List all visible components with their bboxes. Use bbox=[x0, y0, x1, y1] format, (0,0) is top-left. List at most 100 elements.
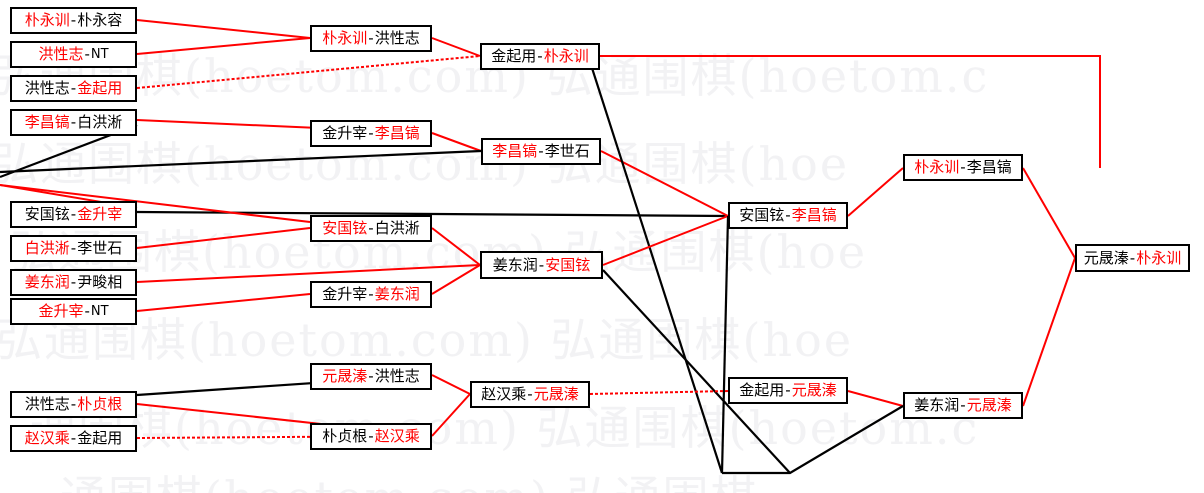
link-r1m1-to-r2m1 bbox=[136, 19, 311, 39]
vs-dash: - bbox=[785, 381, 791, 399]
link-r3m1-black-to-r4m2 bbox=[590, 67, 724, 474]
link-r1m7-to-r3m3 bbox=[136, 264, 481, 283]
player-right: 洪性志 bbox=[374, 29, 420, 47]
player-left: 安国铉 bbox=[322, 219, 368, 237]
vs-dash: - bbox=[538, 142, 544, 160]
player-right: 朴永训 bbox=[1136, 248, 1182, 267]
match-box-r1m5[interactable]: 安国铉-金升宰 bbox=[10, 201, 137, 228]
vs-dash: - bbox=[960, 158, 966, 176]
player-left: 赵汉乘 bbox=[481, 385, 527, 403]
player-left: 洪性志 bbox=[24, 395, 70, 413]
player-left: 金升宰 bbox=[322, 285, 368, 303]
player-left: 金升宰 bbox=[322, 124, 368, 142]
player-left: 白洪淅 bbox=[24, 239, 70, 257]
match-box-r2m6[interactable]: 朴贞根-赵汉乘 bbox=[310, 423, 432, 450]
player-right: 朴永训 bbox=[543, 47, 589, 65]
player-left: 安国铉 bbox=[739, 206, 785, 224]
match-box-fm1[interactable]: 元晟溱-朴永训 bbox=[1075, 244, 1190, 272]
match-box-r3m4[interactable]: 赵汉乘-元晟溱 bbox=[470, 381, 590, 408]
match-box-r1m1[interactable]: 朴永训-朴永容 bbox=[10, 7, 137, 34]
vs-dash: - bbox=[84, 302, 90, 320]
vs-dash: - bbox=[368, 367, 374, 385]
match-box-r1m2[interactable]: 洪性志-NT bbox=[10, 41, 137, 68]
player-left: 朴永训 bbox=[914, 158, 960, 176]
vs-dash: - bbox=[70, 273, 77, 291]
match-box-r2m1[interactable]: 朴永训-洪性志 bbox=[310, 25, 432, 52]
match-box-r1m4[interactable]: 李昌镐-白洪淅 bbox=[10, 109, 137, 136]
match-box-r4m1[interactable]: 安国铉-李昌镐 bbox=[728, 202, 848, 229]
link-r1m2-to-r2m1 bbox=[136, 37, 311, 55]
player-right: NT bbox=[90, 304, 109, 319]
link-r5m1-to-final bbox=[1022, 167, 1076, 259]
match-box-r3m3[interactable]: 姜东润-安国铉 bbox=[480, 251, 603, 279]
link-r2m2-to-r3m2 bbox=[431, 132, 482, 152]
vs-dash: - bbox=[785, 206, 791, 224]
vs-dash: - bbox=[1129, 248, 1136, 267]
link-r4m1-down-black bbox=[720, 215, 730, 474]
vs-dash: - bbox=[70, 11, 77, 29]
vs-dash: - bbox=[70, 79, 77, 97]
vs-dash: - bbox=[70, 429, 77, 447]
link-r3m3-to-r4m1 bbox=[602, 215, 729, 266]
link-r3m4-to-r4m2 bbox=[589, 390, 729, 395]
vs-dash: - bbox=[527, 385, 533, 403]
vs-dash: - bbox=[368, 285, 374, 303]
link-r4m2-to-r5m2 bbox=[847, 390, 904, 407]
link-r1m6-to-r2m3 bbox=[136, 227, 311, 249]
vs-dash: - bbox=[70, 113, 77, 131]
player-right: 朴贞根 bbox=[77, 395, 123, 413]
link-r3m2-to-r4m1 bbox=[600, 150, 729, 217]
player-left: 金起用 bbox=[491, 47, 537, 65]
player-left: 李昌镐 bbox=[24, 113, 70, 131]
match-box-r3m2[interactable]: 李昌镐-李世石 bbox=[481, 138, 601, 165]
vs-dash: - bbox=[70, 395, 77, 413]
link-r2m5-to-r3m4 bbox=[431, 374, 471, 395]
link-r2m1-to-r3m1 bbox=[431, 37, 481, 57]
player-right: 元晟溱 bbox=[791, 381, 837, 399]
match-box-r2m4[interactable]: 金升宰-姜东润 bbox=[310, 281, 432, 308]
player-left: 赵汉乘 bbox=[24, 429, 70, 447]
player-left: 李昌镐 bbox=[492, 142, 538, 160]
player-right: 洪性志 bbox=[374, 367, 420, 385]
player-right: 李世石 bbox=[77, 239, 123, 257]
player-right: 赵汉乘 bbox=[374, 427, 420, 445]
match-box-r2m3[interactable]: 安国铉-白洪淅 bbox=[310, 215, 432, 242]
player-left: 洪性志 bbox=[38, 45, 84, 63]
match-box-r5m1[interactable]: 朴永训-李昌镐 bbox=[903, 154, 1023, 181]
player-right: 元晟溱 bbox=[533, 385, 579, 403]
player-right: 金起用 bbox=[77, 79, 123, 97]
link-r3m3-black-to-r4m2 bbox=[602, 269, 791, 474]
link-r2m4-to-r3m3 bbox=[431, 264, 481, 295]
vs-dash: - bbox=[538, 255, 545, 274]
player-left: 姜东润 bbox=[492, 255, 538, 274]
player-right: NT bbox=[90, 47, 109, 62]
player-left: 姜东润 bbox=[24, 273, 70, 291]
match-box-r1m10[interactable]: 赵汉乘-金起用 bbox=[10, 425, 137, 452]
player-right: 李昌镐 bbox=[374, 124, 420, 142]
player-right: 姜东润 bbox=[374, 285, 420, 303]
link-r2m6-to-r3m4 bbox=[431, 393, 471, 437]
player-right: 金起用 bbox=[77, 429, 123, 447]
match-box-r2m5[interactable]: 元晟溱-洪性志 bbox=[310, 363, 432, 390]
player-left: 安国铉 bbox=[24, 205, 70, 223]
match-box-r1m8[interactable]: 金升宰-NT bbox=[10, 298, 137, 325]
match-box-r1m3[interactable]: 洪性志-金起用 bbox=[10, 75, 137, 102]
player-right: 李昌镐 bbox=[791, 206, 837, 224]
player-right: 李昌镐 bbox=[966, 158, 1012, 176]
link-r4m2-black-bottom bbox=[722, 405, 904, 475]
link-r2m3-to-r3m3 bbox=[431, 227, 481, 266]
match-box-r1m6[interactable]: 白洪淅-李世石 bbox=[10, 235, 137, 262]
match-box-r4m2[interactable]: 金起用-元晟溱 bbox=[728, 377, 848, 404]
vs-dash: - bbox=[368, 124, 374, 142]
player-left: 金升宰 bbox=[38, 302, 84, 320]
match-box-r2m2[interactable]: 金升宰-李昌镐 bbox=[310, 120, 432, 147]
match-box-r1m7[interactable]: 姜东润-尹畯相 bbox=[10, 269, 137, 296]
player-right: 朴永容 bbox=[77, 11, 123, 29]
player-left: 元晟溱 bbox=[322, 367, 368, 385]
match-box-r5m2[interactable]: 姜东润-元晟溱 bbox=[903, 392, 1023, 419]
player-right: 金升宰 bbox=[77, 205, 123, 223]
match-box-r3m1[interactable]: 金起用-朴永训 bbox=[480, 43, 600, 70]
match-box-r1m9[interactable]: 洪性志-朴贞根 bbox=[10, 391, 137, 418]
